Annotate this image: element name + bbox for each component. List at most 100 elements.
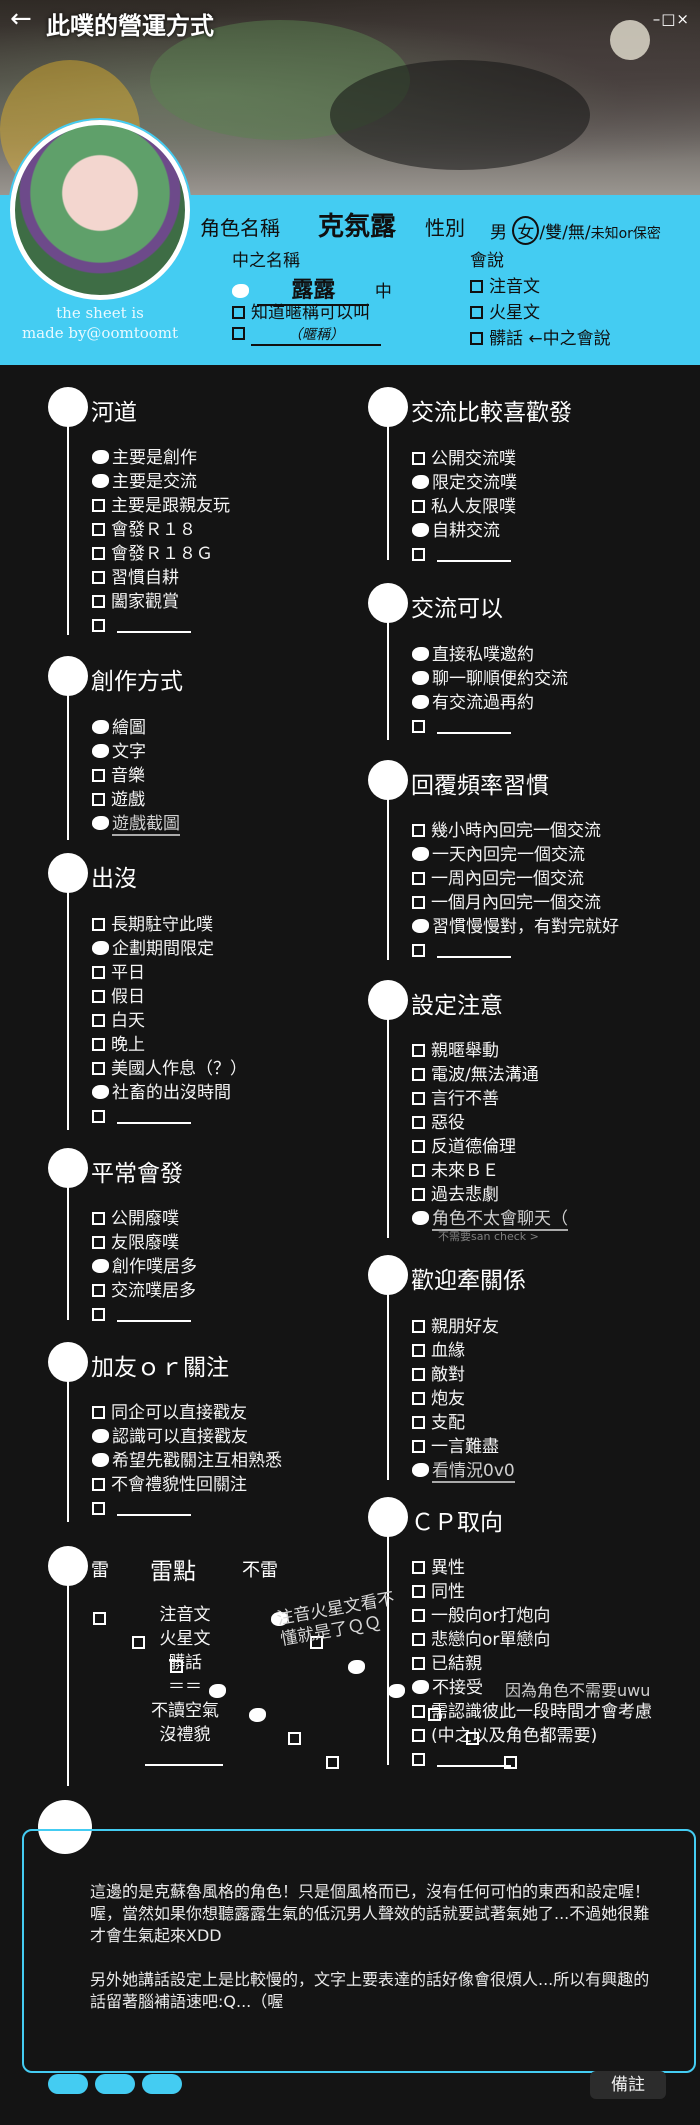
- checkbox-icon[interactable]: [92, 546, 105, 560]
- checkbox-icon[interactable]: [92, 618, 105, 632]
- checkbox-icon[interactable]: [92, 989, 105, 1003]
- blank-line: [117, 619, 191, 633]
- checkbox-icon[interactable]: [412, 1608, 425, 1622]
- checkbox-icon[interactable]: [92, 1037, 105, 1051]
- list-item: 電波/無法溝通: [412, 1064, 539, 1086]
- checkbox-icon[interactable]: [170, 1660, 183, 1673]
- checked-mark-icon[interactable]: [92, 744, 109, 758]
- checkbox-icon[interactable]: [92, 768, 105, 782]
- checkbox-icon[interactable]: [310, 1636, 323, 1649]
- page-pill[interactable]: [95, 2074, 135, 2094]
- checkbox-icon[interactable]: [326, 1756, 339, 1769]
- checkbox-icon[interactable]: [92, 498, 105, 512]
- checkbox-icon[interactable]: [504, 1756, 517, 1769]
- checkbox-icon[interactable]: [412, 1415, 425, 1429]
- checkbox-icon[interactable]: [92, 522, 105, 536]
- checkbox-icon[interactable]: [132, 1636, 145, 1649]
- section-title-reply: 回覆頻率習慣: [411, 773, 549, 799]
- checked-mark-icon[interactable]: [412, 1463, 429, 1477]
- checkbox-icon[interactable]: [428, 1708, 441, 1721]
- checkbox-icon[interactable]: [92, 965, 105, 979]
- checkbox-icon[interactable]: [92, 594, 105, 608]
- checked-mark-icon[interactable]: [92, 1453, 109, 1467]
- checkbox-icon[interactable]: [466, 1732, 479, 1745]
- checked-mark-icon[interactable]: [92, 1085, 109, 1099]
- checked-mark-icon[interactable]: [92, 1259, 109, 1273]
- checkbox-icon[interactable]: [412, 1704, 425, 1718]
- checkbox-icon[interactable]: [412, 1584, 425, 1598]
- checkbox-icon[interactable]: [288, 1732, 301, 1745]
- checked-mark-icon[interactable]: [412, 847, 429, 861]
- page-pill[interactable]: [48, 2074, 88, 2094]
- checked-mark-icon[interactable]: [348, 1659, 365, 1674]
- checkbox-icon[interactable]: [412, 1656, 425, 1670]
- checkbox-icon[interactable]: [412, 823, 425, 837]
- checkbox-icon[interactable]: [412, 1115, 425, 1129]
- checked-mark-icon[interactable]: [249, 1707, 266, 1722]
- checkbox-icon[interactable]: [412, 499, 425, 513]
- checkbox-icon[interactable]: [93, 1612, 106, 1625]
- checkbox-icon[interactable]: [412, 1728, 425, 1742]
- checkbox-icon[interactable]: [92, 1061, 105, 1075]
- checkbox-icon[interactable]: [412, 943, 425, 957]
- checkbox-icon[interactable]: [92, 1235, 105, 1249]
- checked-mark-icon[interactable]: [209, 1683, 226, 1698]
- checkbox-icon[interactable]: [412, 451, 425, 465]
- checkbox-icon[interactable]: [92, 1307, 105, 1321]
- checked-mark-icon[interactable]: [92, 941, 109, 955]
- checkbox-icon[interactable]: [412, 1632, 425, 1646]
- checked-mark-icon[interactable]: [92, 450, 109, 464]
- checkbox-icon[interactable]: [92, 1283, 105, 1297]
- section-title-creation: 創作方式: [91, 669, 183, 695]
- checked-mark-icon[interactable]: [92, 1429, 109, 1443]
- checkbox-icon[interactable]: [92, 917, 105, 931]
- list-item: 假日: [92, 986, 145, 1008]
- checkbox-icon[interactable]: [412, 895, 425, 909]
- checked-mark-icon[interactable]: [412, 919, 429, 933]
- checked-mark-icon[interactable]: [271, 1611, 288, 1626]
- back-arrow-icon[interactable]: ←: [10, 4, 32, 34]
- checked-mark-icon[interactable]: [412, 647, 429, 661]
- checkbox-icon[interactable]: [92, 1501, 105, 1515]
- checkbox-icon[interactable]: [412, 1043, 425, 1057]
- checkbox-icon[interactable]: [412, 547, 425, 561]
- checked-mark-icon[interactable]: [388, 1683, 405, 1698]
- timeline-line: [387, 780, 389, 960]
- checked-mark-icon[interactable]: [412, 695, 429, 709]
- checkbox-icon[interactable]: [412, 1163, 425, 1177]
- checkbox-icon[interactable]: [412, 1067, 425, 1081]
- checkbox-icon[interactable]: [412, 1139, 425, 1153]
- checkbox-icon[interactable]: [412, 1091, 425, 1105]
- checkbox-icon[interactable]: [412, 1439, 425, 1453]
- checkbox-icon[interactable]: [412, 1367, 425, 1381]
- checked-mark-icon[interactable]: [412, 1211, 429, 1225]
- checkbox-icon[interactable]: [92, 1109, 105, 1123]
- checkbox-icon[interactable]: [92, 1477, 105, 1491]
- checkbox-icon[interactable]: [92, 1405, 105, 1419]
- checkbox-icon[interactable]: [92, 1013, 105, 1027]
- checked-mark-icon[interactable]: [412, 523, 429, 537]
- checkbox-icon[interactable]: [92, 570, 105, 584]
- checkbox-icon[interactable]: [412, 719, 425, 733]
- list-item: 交流噗居多: [92, 1280, 196, 1302]
- list-item: 炮友: [412, 1388, 465, 1410]
- checkbox-icon[interactable]: [92, 1211, 105, 1225]
- checkbox-icon[interactable]: [412, 1752, 425, 1766]
- checkbox-icon[interactable]: [412, 1319, 425, 1333]
- window-controls-icon[interactable]: –□×: [652, 10, 690, 28]
- checked-mark-icon[interactable]: [412, 475, 429, 489]
- checked-mark-icon[interactable]: [92, 816, 109, 830]
- checked-mark-icon[interactable]: [92, 720, 109, 734]
- checkbox-icon[interactable]: [412, 871, 425, 885]
- checkbox-icon[interactable]: [412, 1187, 425, 1201]
- checkbox-icon[interactable]: [412, 1343, 425, 1357]
- remark-button[interactable]: 備註: [590, 2071, 666, 2099]
- page-pill[interactable]: [142, 2074, 182, 2094]
- checked-mark-icon[interactable]: [412, 671, 429, 685]
- checked-mark-icon[interactable]: [412, 1680, 429, 1694]
- checkbox-icon[interactable]: [92, 792, 105, 806]
- checked-mark-icon[interactable]: [92, 474, 109, 488]
- checkbox-icon[interactable]: [412, 1560, 425, 1574]
- checkbox-icon[interactable]: [412, 1391, 425, 1405]
- mines-row-label: 火星文: [159, 1629, 211, 1649]
